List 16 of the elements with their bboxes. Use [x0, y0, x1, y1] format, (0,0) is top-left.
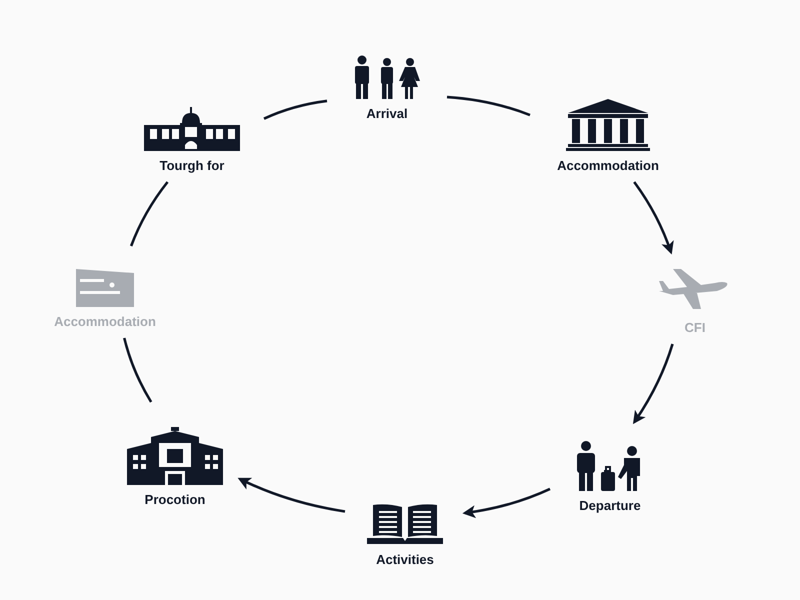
node-label: Activities [376, 553, 434, 566]
node-label: Departure [579, 499, 641, 512]
node-label: Tourgh for [160, 159, 224, 172]
connector-line [263, 100, 328, 120]
connector-line [123, 338, 152, 403]
arrow [632, 344, 674, 424]
arrow [633, 181, 674, 254]
node-label: Accommodation [557, 159, 659, 172]
node-label: CFI [684, 321, 706, 334]
connector-line [130, 181, 169, 246]
node-label: Accommodation [54, 315, 156, 328]
connector-line [446, 96, 530, 116]
arrow [462, 488, 551, 518]
node-label: Procotion [144, 493, 206, 506]
arrow [238, 478, 346, 513]
node-label: Arrival [366, 107, 408, 120]
